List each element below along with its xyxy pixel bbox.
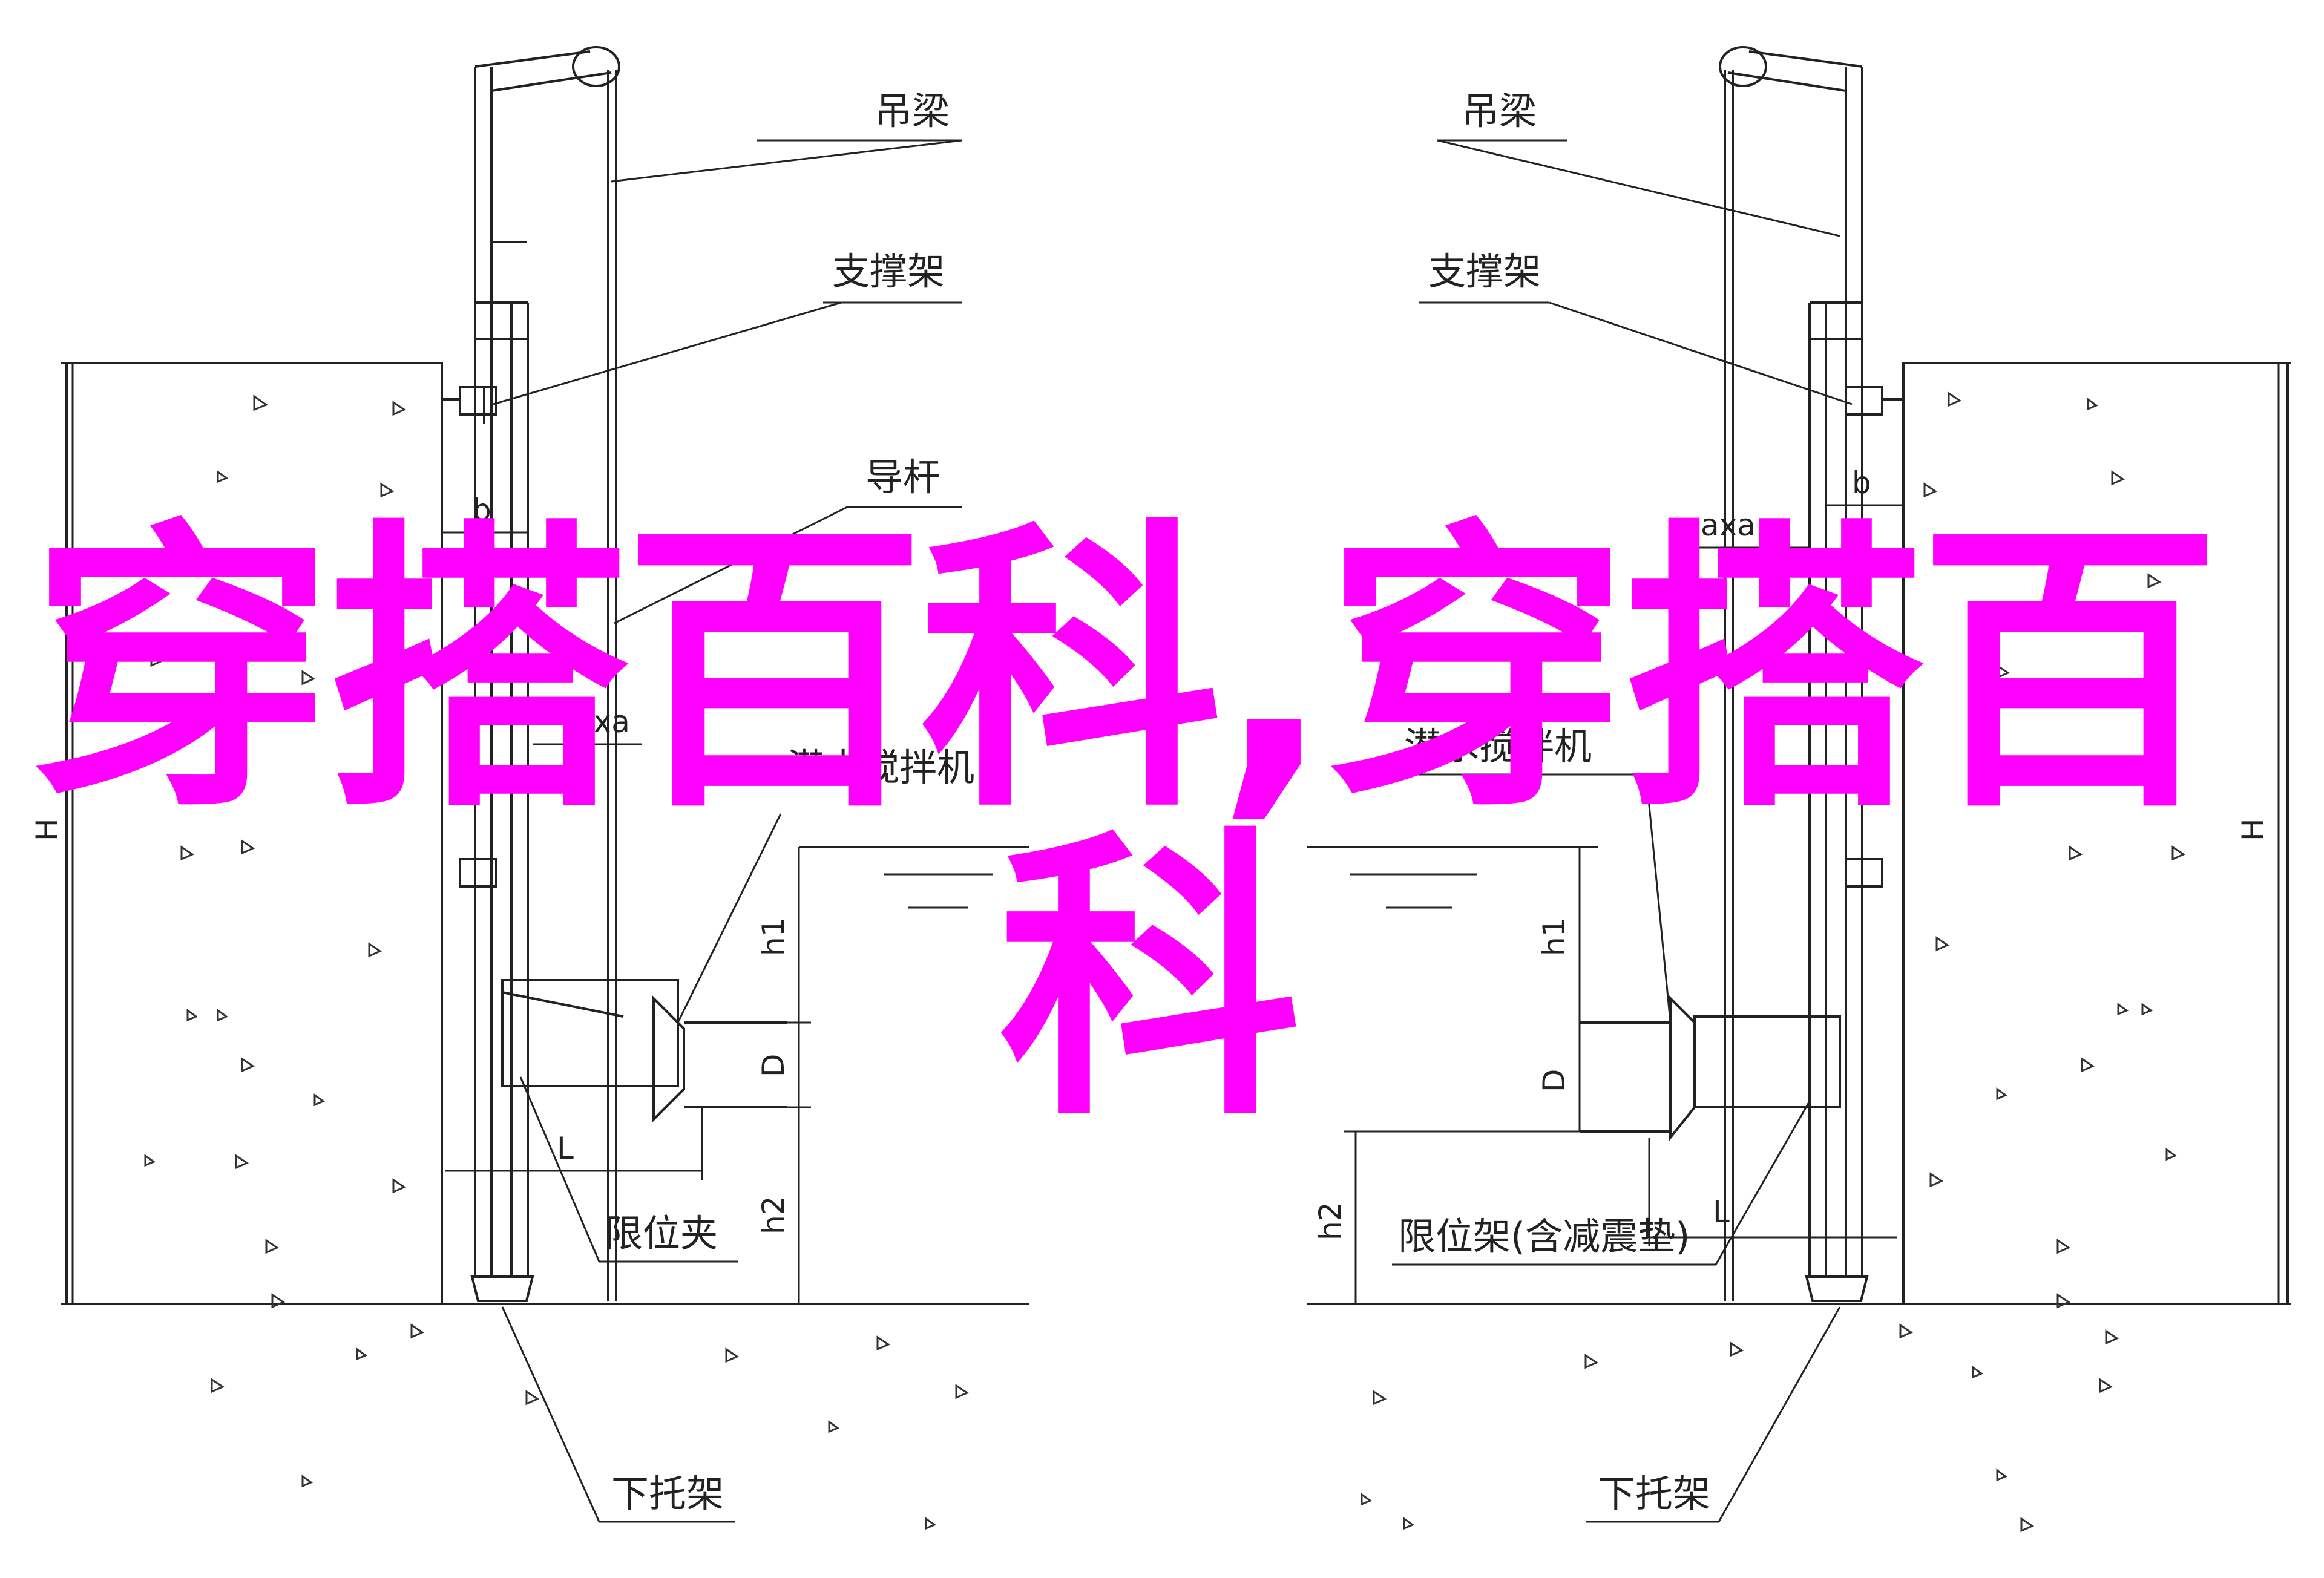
left-base-plate bbox=[470, 1275, 534, 1302]
left-mid-clamp bbox=[459, 858, 497, 888]
right-label-lower-bracket: 下托架 bbox=[1598, 1472, 1710, 1516]
left-label-limit-clamp: 限位夹 bbox=[605, 1211, 718, 1256]
right-label-crane-beam: 吊梁 bbox=[1462, 89, 1537, 133]
right-diagram: H bbox=[1307, 46, 2291, 1533]
left-crane-beam bbox=[474, 46, 620, 1301]
right-dim-b: b bbox=[1826, 465, 1903, 506]
right-dim-L: L bbox=[1648, 1138, 1897, 1246]
right-label-limit-frame: 限位架(含减震垫) bbox=[1398, 1214, 1690, 1259]
left-label-mixer: 潜水搅拌机 bbox=[787, 745, 974, 790]
left-tank-wall bbox=[65, 362, 443, 1305]
right-L-label: L bbox=[1713, 1194, 1730, 1229]
right-label-mixer: 潜水搅拌机 bbox=[1404, 724, 1592, 768]
left-L-label: L bbox=[557, 1131, 574, 1166]
left-dim-b: b bbox=[442, 493, 527, 534]
left-H-label: H bbox=[30, 818, 65, 841]
left-axa-label: axa bbox=[575, 704, 630, 739]
left-dim-H: H bbox=[30, 362, 85, 1305]
right-crane-beam bbox=[1719, 46, 1863, 1301]
right-water-level bbox=[1307, 846, 1598, 909]
left-label-crane-beam: 吊梁 bbox=[875, 89, 950, 133]
right-b-label: b bbox=[1852, 465, 1871, 500]
right-dim-axa: axa bbox=[1676, 508, 1810, 549]
right-h1-label: h1 bbox=[1537, 917, 1572, 956]
left-label-guide-rod: 导杆 bbox=[865, 455, 940, 499]
right-dim-H: H bbox=[2236, 362, 2291, 1305]
left-support-bracket bbox=[442, 386, 497, 424]
left-h2-label: h2 bbox=[756, 1196, 791, 1234]
right-dim-stack: h1 D h2 bbox=[1313, 847, 1670, 1304]
left-h1-label: h1 bbox=[756, 917, 791, 956]
left-label-support-frame: 支撑架 bbox=[832, 249, 945, 293]
left-b-label: b bbox=[472, 493, 491, 528]
right-support-bracket bbox=[1845, 386, 1903, 416]
left-diagram: H bbox=[30, 46, 1029, 1530]
right-H-label: H bbox=[2236, 818, 2271, 841]
left-mixer bbox=[501, 979, 787, 1122]
left-label-lower-bracket: 下托架 bbox=[611, 1472, 724, 1516]
left-dim-axa: axa bbox=[533, 704, 642, 745]
left-D-label: D bbox=[756, 1053, 791, 1077]
left-water-level bbox=[799, 846, 1029, 909]
right-mid-clamp bbox=[1845, 858, 1883, 888]
right-tank-wall bbox=[1902, 362, 2289, 1305]
left-dim-stack: h1 D h2 bbox=[756, 847, 811, 1304]
right-aggregate-texture bbox=[1361, 391, 2186, 1533]
right-base-plate bbox=[1805, 1275, 1869, 1302]
right-guide-frame bbox=[1808, 67, 1863, 1277]
left-aggregate-texture bbox=[144, 394, 970, 1530]
left-guide-frame bbox=[474, 67, 529, 1277]
left-dim-L: L bbox=[445, 1107, 703, 1180]
right-h2-label: h2 bbox=[1313, 1202, 1348, 1240]
right-axa-label: axa bbox=[1701, 508, 1756, 543]
right-label-support-frame: 支撑架 bbox=[1428, 249, 1541, 293]
right-D-label: D bbox=[1537, 1069, 1572, 1092]
